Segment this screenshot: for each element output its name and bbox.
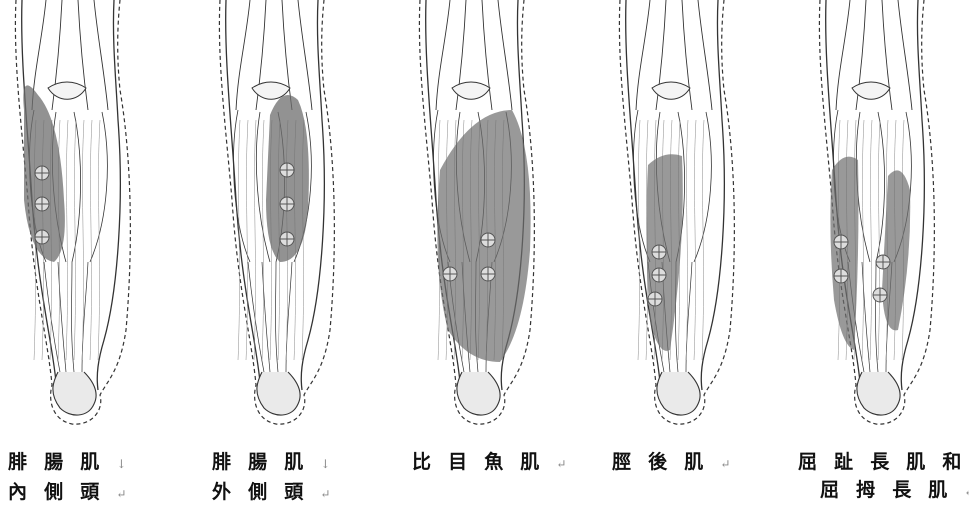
panel-tibialis-posterior: 脛後肌↵ — [612, 0, 762, 502]
muscle-striation — [870, 120, 872, 360]
muscle-label: 腓腸肌↓ 外側頭↵ — [212, 448, 402, 508]
leg-illustration — [812, 0, 962, 440]
leg-outline-right — [701, 0, 724, 390]
leg-illustration — [412, 0, 562, 440]
muscle-striation — [694, 120, 696, 360]
muscle-striation — [262, 120, 264, 360]
muscle-striation — [66, 120, 68, 360]
heel — [457, 372, 500, 415]
muscle-striation — [90, 120, 92, 360]
heel — [657, 372, 700, 415]
muscle-label: 腓腸肌↓ 內側頭↵ — [8, 448, 198, 508]
muscle-label: 比目魚肌↵ — [412, 448, 602, 478]
leg-illustration — [612, 0, 762, 440]
marker-group — [280, 163, 294, 246]
heel — [53, 372, 96, 415]
muscle-striation — [862, 120, 864, 360]
panel-medial-gastrocnemius: 腓腸肌↓ 內側頭↵ — [8, 0, 158, 502]
highlight-region — [882, 170, 910, 330]
muscle-label: 屈趾長肌和 屈拇長肌↵ — [798, 448, 969, 506]
muscle-striation — [74, 120, 76, 360]
panel-lateral-gastrocnemius: 腓腸肌↓ 外側頭↵ — [212, 0, 362, 502]
leg-illustration — [8, 0, 158, 440]
muscle-striation — [878, 120, 880, 360]
highlight-region — [830, 157, 858, 350]
leg-illustration — [212, 0, 362, 440]
muscle-label: 脛後肌↵ — [612, 448, 802, 478]
leg-outline-right — [97, 0, 120, 390]
marker-group — [35, 166, 49, 244]
panel-soleus: 比目魚肌↵ — [412, 0, 562, 502]
heel — [257, 372, 300, 415]
muscle-striation — [98, 120, 100, 360]
panel-long-flexors: 屈趾長肌和 屈拇長肌↵ — [812, 0, 962, 502]
muscle-striation — [702, 120, 704, 360]
heel — [857, 372, 900, 415]
